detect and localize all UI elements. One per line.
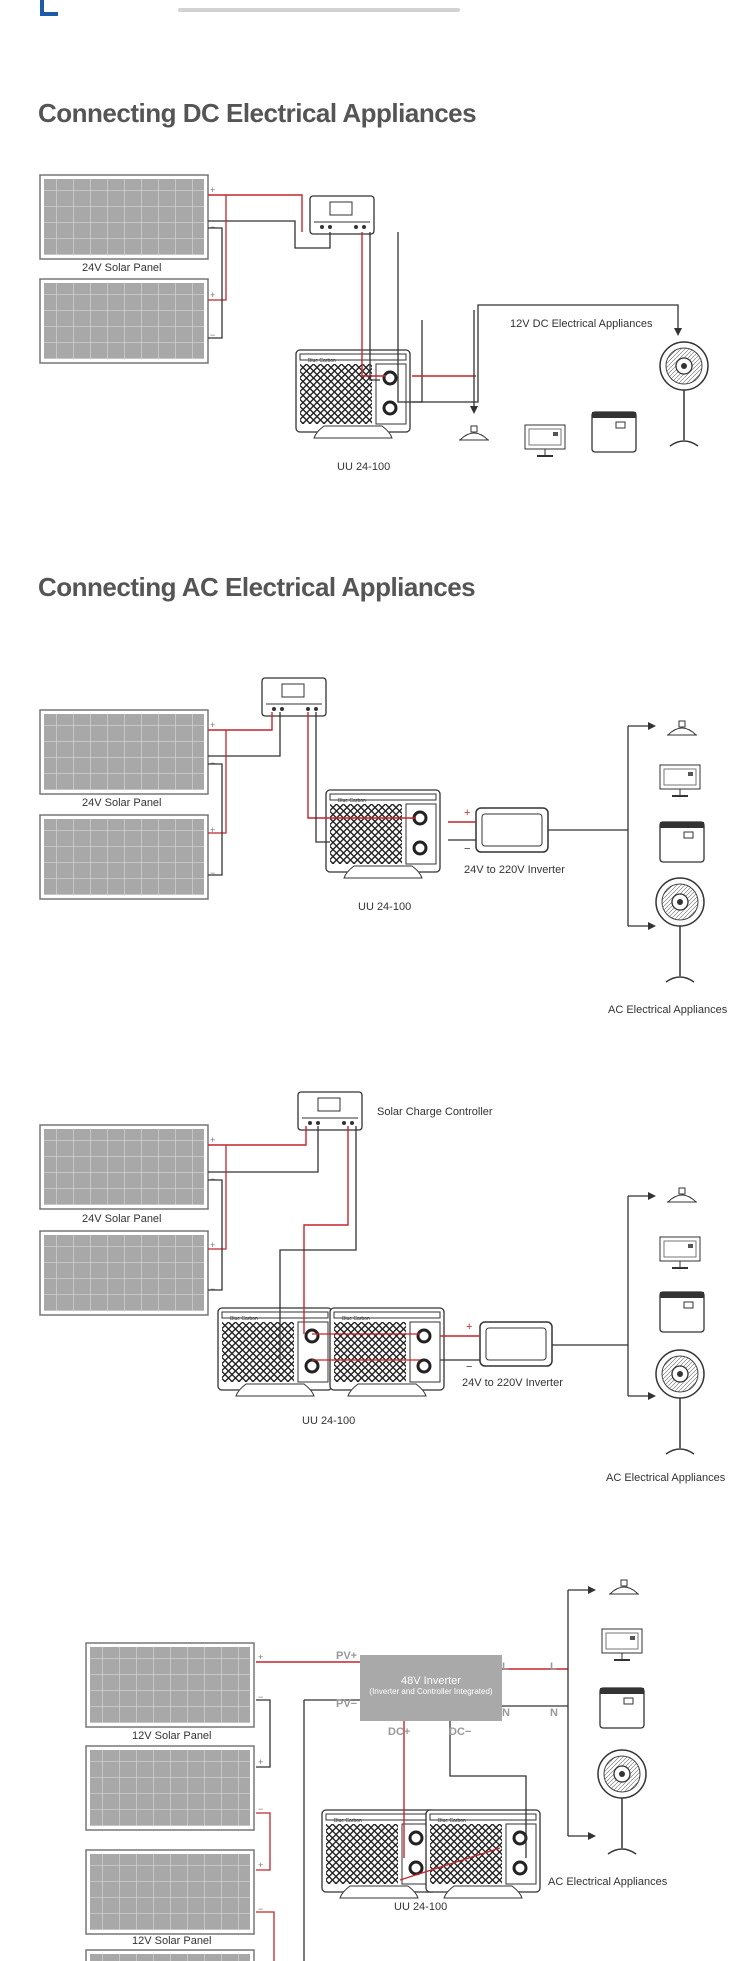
brand-logo-icon: [40, 0, 58, 16]
svg-text:+: +: [210, 1240, 215, 1250]
ac-diagram-1: + − + − + −: [39, 677, 705, 983]
label-ac-appliances: AC Electrical Appliances: [608, 1004, 728, 1016]
label-solar-panel: 12V Solar Panel: [132, 1730, 212, 1742]
battery-icon: [320, 1808, 438, 1900]
horizontal-scrollbar[interactable]: [178, 8, 460, 12]
solar-panel-icon: [85, 1642, 255, 1728]
svg-text:+: +: [464, 807, 470, 819]
label-l-out: L: [502, 1661, 509, 1673]
heading-ac: Connecting AC Electrical Appliances: [38, 572, 476, 602]
svg-text:+: +: [210, 1135, 215, 1145]
svg-text:+: +: [258, 1652, 263, 1662]
ac-diagram-2: + − + − + −: [39, 1091, 705, 1455]
svg-text:−: −: [210, 330, 215, 340]
label-solar-panel: 24V Solar Panel: [82, 797, 162, 809]
label-pv-plus: PV+: [336, 1650, 358, 1662]
label-n-out: N: [502, 1707, 510, 1719]
label-n-bus: N: [550, 1707, 558, 1719]
svg-text:−: −: [258, 1692, 263, 1702]
label-l-bus: L: [550, 1661, 557, 1673]
svg-text:−: −: [258, 1804, 263, 1814]
label-battery: UU 24-100: [302, 1415, 356, 1427]
label-dc-plus: DC+: [388, 1726, 411, 1738]
svg-text:−: −: [210, 1284, 215, 1294]
svg-text:+: +: [210, 825, 215, 835]
label-dc-appliances: 12V DC Electrical Appliances: [510, 318, 653, 330]
label-pv-minus: PV−: [336, 1698, 358, 1710]
inverter-48v-subtitle: (Inverter and Controller Integrated): [369, 1687, 493, 1696]
inverter-48v-title: 48V Inverter: [401, 1675, 461, 1687]
solar-panel-icon: [85, 1949, 255, 1961]
svg-text:−: −: [466, 1361, 472, 1373]
label-ac-appliances: AC Electrical Appliances: [548, 1876, 668, 1888]
label-solar-panel: 12V Solar Panel: [132, 1935, 212, 1947]
monitor-icon: [601, 1628, 643, 1661]
label-battery: UU 24-100: [358, 901, 412, 913]
svg-text:+: +: [258, 1860, 263, 1870]
label-battery: UU 24-100: [337, 461, 391, 473]
label-ac-appliances: AC Electrical Appliances: [606, 1472, 726, 1484]
svg-text:+: +: [210, 720, 215, 730]
svg-text:+: +: [466, 1321, 472, 1333]
label-solar-panel: 24V Solar Panel: [82, 262, 162, 274]
svg-text:+: +: [210, 185, 215, 195]
label-dc-minus: DC−: [449, 1726, 472, 1738]
svg-text:−: −: [258, 1904, 263, 1914]
label-charge-controller: Solar Charge Controller: [377, 1106, 493, 1118]
label-inverter: 24V to 220V Inverter: [464, 864, 565, 876]
svg-text:+: +: [258, 1757, 263, 1767]
fan-icon: [597, 1749, 647, 1855]
ceiling-lamp-icon: [608, 1579, 640, 1595]
solar-panel-icon: [85, 1745, 255, 1831]
label-solar-panel: 24V Solar Panel: [82, 1213, 162, 1225]
label-battery: UU 24-100: [394, 1901, 448, 1913]
svg-text:−: −: [210, 868, 215, 878]
svg-text:+: +: [210, 290, 215, 300]
solar-panel-icon: [85, 1849, 255, 1935]
svg-text:−: −: [210, 222, 215, 232]
cooler-box-icon: [599, 1687, 645, 1729]
svg-text:−: −: [210, 758, 215, 768]
heading-dc: Connecting DC Electrical Appliances: [38, 98, 477, 128]
svg-text:−: −: [210, 1174, 215, 1184]
inverter-48v: 48V Inverter (Inverter and Controller In…: [360, 1655, 502, 1721]
svg-text:−: −: [464, 843, 470, 855]
label-inverter: 24V to 220V Inverter: [462, 1377, 563, 1389]
dc-diagram: + − + −: [39, 174, 709, 457]
